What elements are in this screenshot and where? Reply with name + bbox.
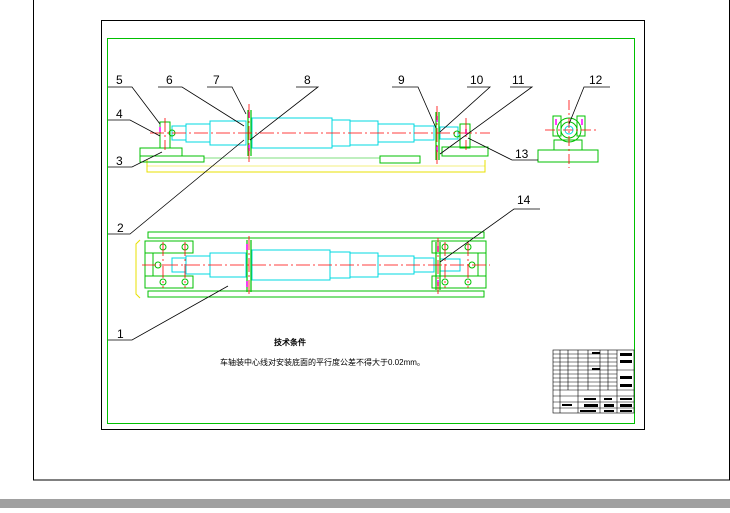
front-left-base-block (139, 147, 183, 157)
front-right-bearing (453, 123, 471, 149)
balloon-13: 13 (515, 147, 529, 161)
title-block (552, 349, 635, 414)
balloon-12: 12 (589, 73, 603, 87)
front-centerlines (150, 104, 490, 164)
balloon-14: 14 (517, 193, 531, 207)
balloon-7: 7 (213, 73, 220, 87)
plan-frame (144, 231, 487, 298)
balloon-5: 5 (116, 73, 123, 87)
title-block-fills (562, 352, 632, 412)
front-right-base-block (441, 146, 489, 157)
drawing-border (107, 38, 635, 424)
notes-body: 车轴装中心线对安装底面的平行度公差不得大于0.02mm。 (220, 357, 425, 367)
balloon-8: 8 (304, 73, 311, 87)
balloon-6: 6 (166, 73, 173, 87)
balloon-1: 1 (117, 327, 124, 341)
status-bar (0, 499, 730, 508)
front-middle-foot (379, 155, 421, 164)
balloon-2: 2 (117, 221, 124, 235)
balloon-9: 9 (398, 73, 405, 87)
balloon-10: 10 (470, 73, 484, 87)
plan-base-outline (135, 239, 141, 299)
side-view (537, 100, 599, 168)
notes-heading: 技术条件 (274, 337, 306, 347)
balloon-4: 4 (116, 107, 123, 121)
drawing-paper-frame (101, 20, 645, 430)
plan-wheels (246, 240, 441, 292)
balloon-11: 11 (512, 73, 525, 87)
side-base-plate (537, 149, 599, 163)
leader-lines (108, 86, 610, 341)
front-left-foot (139, 155, 205, 163)
front-view (139, 104, 490, 173)
plan-view (135, 231, 490, 299)
plan-centerlines (142, 236, 490, 296)
balloon-3: 3 (116, 154, 123, 168)
